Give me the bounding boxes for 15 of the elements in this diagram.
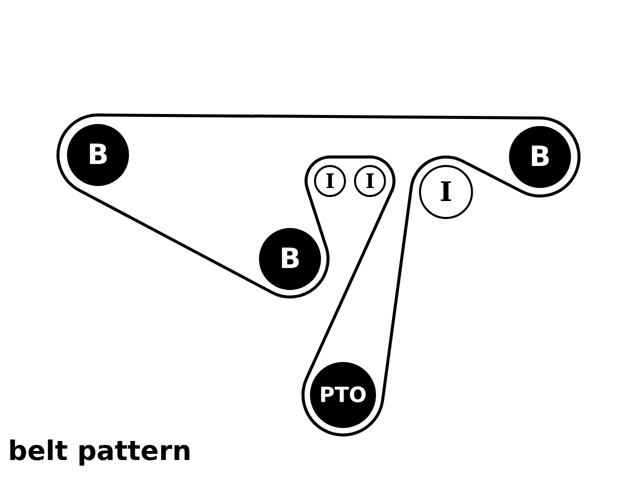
- pulley: B: [67, 124, 129, 186]
- belt: [302, 167, 396, 435]
- belt: [58, 114, 580, 167]
- pulley: I: [354, 165, 386, 197]
- caption: belt pattern: [8, 436, 192, 467]
- pulley: B: [259, 228, 321, 290]
- belt: [429, 156, 580, 198]
- belt: [56, 144, 316, 298]
- belt: [304, 166, 330, 290]
- pulley: I: [419, 165, 473, 219]
- pulley: I: [314, 165, 346, 197]
- pulley: B: [509, 126, 571, 188]
- pulley: PTO: [310, 362, 376, 428]
- belt: [332, 160, 431, 436]
- belt: [309, 156, 392, 169]
